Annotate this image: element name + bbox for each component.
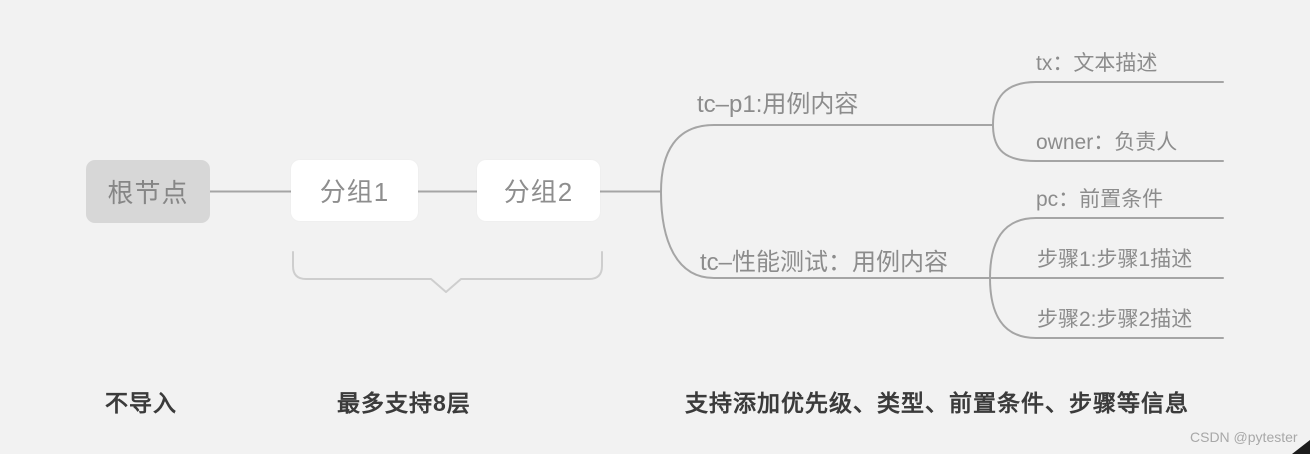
topic-owner: owner：负责人 — [1036, 131, 1178, 154]
connector-branch-tcp1 — [660, 124, 994, 193]
annotation-groups-note: 最多支持8层 — [337, 390, 471, 416]
node-group2: 分组2 — [477, 160, 600, 221]
topic-tc-p1: tc–p1:用例内容 — [697, 91, 859, 118]
csdn-watermark: CSDN @pytester — [1190, 429, 1298, 445]
topic-tx: tx：文本描述 — [1036, 52, 1158, 75]
connector-leaf-tx — [992, 81, 1224, 126]
corner-mark — [1292, 440, 1310, 454]
annotation-branches-note: 支持添加优先级、类型、前置条件、步骤等信息 — [685, 390, 1189, 416]
topic-pc: pc：前置条件 — [1036, 188, 1164, 211]
brace-annotation — [292, 251, 603, 293]
connector-leaf-pc — [989, 217, 1224, 279]
topic-tc-performance: tc–性能测试：用例内容 — [700, 249, 949, 276]
topic-step1: 步骤1:步骤1描述 — [1037, 248, 1193, 271]
annotation-root-note: 不导入 — [105, 390, 177, 416]
topic-step2: 步骤2:步骤2描述 — [1037, 308, 1193, 331]
connector-leaf-step2 — [989, 277, 1224, 339]
connector-branch-tcperf — [660, 191, 991, 279]
node-root: 根节点 — [86, 160, 210, 223]
connector-leaf-owner — [992, 124, 1224, 162]
node-group1: 分组1 — [291, 160, 418, 221]
